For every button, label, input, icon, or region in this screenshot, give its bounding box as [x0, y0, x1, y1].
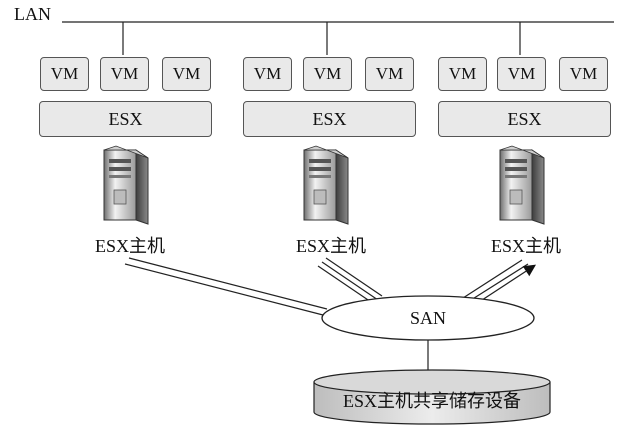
- vm-box: VM: [243, 57, 292, 91]
- lan-label: LAN: [14, 4, 51, 24]
- esx-host-label: ESX主机: [490, 236, 561, 256]
- san-label: SAN: [409, 307, 446, 328]
- vm-box: VM: [365, 57, 414, 91]
- san-link-middle: [317, 257, 383, 305]
- vm-box: VM: [162, 57, 211, 91]
- vm-box: VM: [40, 57, 89, 91]
- san-link-right: [462, 259, 537, 303]
- san-link-left: [124, 257, 328, 316]
- server-tower-icon: [303, 145, 349, 225]
- vm-box: VM: [559, 57, 608, 91]
- storage-cylinder-icon: [313, 369, 551, 425]
- esx-hypervisor-box: ESX: [243, 101, 416, 137]
- shared-storage-label: ESX主机共享储存设备: [342, 391, 521, 411]
- esx-hypervisor-box: ESX: [438, 101, 611, 137]
- vm-box: VM: [438, 57, 487, 91]
- server-tower-icon: [103, 145, 149, 225]
- server-tower-icon: [499, 145, 545, 225]
- vm-box: VM: [100, 57, 149, 91]
- esx-host-label: ESX主机: [295, 236, 366, 256]
- vm-box: VM: [497, 57, 546, 91]
- esx-hypervisor-box: ESX: [39, 101, 212, 137]
- esx-host-label: ESX主机: [94, 236, 165, 256]
- vm-box: VM: [303, 57, 352, 91]
